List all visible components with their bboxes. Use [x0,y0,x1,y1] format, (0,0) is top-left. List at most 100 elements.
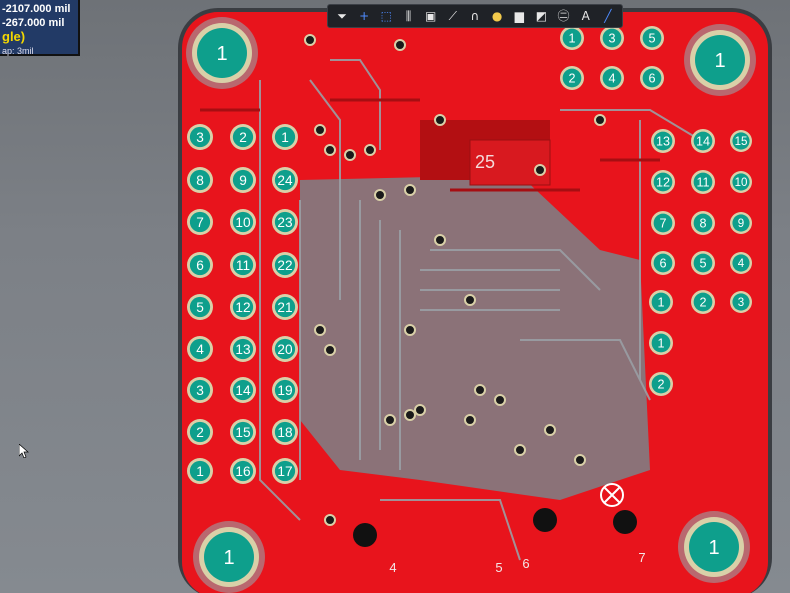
pad-left-c[interactable]: 1 [272,124,298,150]
pad-core [732,254,750,272]
pad-right-c[interactable]: 15 [730,130,752,152]
pad-left-c[interactable]: 23 [272,209,298,235]
pad-left-c[interactable]: 21 [272,294,298,320]
pad-core [653,131,673,151]
pad-core [651,333,671,353]
tool-align-icon[interactable]: ⫼ [405,9,412,23]
tool-select-rect-icon[interactable]: ⬚ [380,9,392,23]
pad-right-c[interactable]: 4 [730,252,752,274]
pad-left-b[interactable]: 12 [230,294,256,320]
pad-left-a[interactable]: 7 [187,209,213,235]
pad-left-b[interactable]: 10 [230,209,256,235]
pad-left-c[interactable]: 20 [272,336,298,362]
silk-bottom-label: 7 [638,550,645,565]
pad-right-a[interactable]: 12 [651,170,675,194]
pad-left-a[interactable]: 5 [187,294,213,320]
pad-array: 3876543212910111213141516124232221201918… [187,26,752,484]
tool-fill-icon[interactable]: ▆ [514,9,524,23]
pad-left-b[interactable]: 14 [230,377,256,403]
mounting-hole[interactable]: 1 [193,521,265,593]
pad-core [189,126,211,148]
pad-right-a[interactable]: 1 [649,290,673,314]
pad-label: 2 [568,72,575,86]
mounting-hole[interactable]: 1 [684,24,756,96]
pad-top-row2[interactable]: 6 [640,66,664,90]
x-coordinate: -2107.000 mil [2,3,71,15]
pad-core [651,292,671,312]
tool-line-icon[interactable]: ╱ [604,9,612,23]
pad-left-a[interactable]: 6 [187,252,213,278]
pad-right-a[interactable]: 13 [651,129,675,153]
pad-left-a[interactable]: 3 [187,377,213,403]
pad-right-b[interactable]: 2 [691,290,715,314]
pad-left-b[interactable]: 15 [230,419,256,445]
tool-route-icon[interactable]: ⟋ [448,9,457,23]
pad-core [693,253,713,273]
pad-left-b[interactable]: 16 [230,458,256,484]
pad-right-b[interactable]: 14 [691,129,715,153]
pad-core [232,211,254,233]
pad-top-row2[interactable]: 4 [600,66,624,90]
pad-left-c[interactable]: 22 [272,252,298,278]
via-group [304,34,606,526]
pad-label: 1 [657,296,664,310]
pad-label: 9 [738,218,744,230]
tool-polygon-icon[interactable]: ◩ [535,9,548,23]
pad-label: 3 [196,383,204,398]
pad-core [232,460,254,482]
pad-label: 24 [277,173,293,188]
mounting-hole[interactable]: 1 [186,17,258,89]
pad-label: 8 [196,173,204,188]
mounting-hole[interactable]: 1 [678,511,750,583]
pad-left-a[interactable]: 3 [187,124,213,150]
pad-right-a[interactable]: 7 [651,211,675,235]
pad-right-b[interactable]: 8 [691,211,715,235]
pad-label: 19 [277,383,292,398]
pad-label: 2 [657,378,664,392]
tool-filter-icon[interactable]: ⏷ [337,9,347,23]
pad-left-a[interactable]: 2 [187,419,213,445]
pad-left-b[interactable]: 2 [230,124,256,150]
pad-left-a[interactable]: 1 [187,458,213,484]
mounting-hole-label: 1 [216,43,227,65]
pad-label: 21 [277,300,292,315]
pad-left-c[interactable]: 17 [272,458,298,484]
tool-component-icon[interactable]: ▣ [424,9,437,23]
pad-left-c[interactable]: 24 [272,167,298,193]
pad-right-a[interactable]: 2 [649,372,673,396]
pad-label: 10 [735,177,748,189]
tool-arc-icon[interactable]: ∩ [470,9,480,23]
pad-label: 11 [236,258,250,273]
pad-label: 22 [277,258,292,273]
pad-core [232,254,254,276]
tool-string-icon[interactable]: ㊁ [557,9,570,23]
traces-dark [200,98,660,192]
pad-right-c[interactable]: 3 [730,291,752,313]
pad-label: 12 [656,176,670,190]
pad-left-c[interactable]: 18 [272,419,298,445]
pad-top-row1[interactable]: 5 [640,26,664,50]
mounting-hole-core [197,28,247,78]
pad-right-a[interactable]: 1 [649,331,673,355]
pad-left-b[interactable]: 13 [230,336,256,362]
pad-core [274,169,296,191]
pad-right-a[interactable]: 6 [651,251,675,275]
pad-left-c[interactable]: 19 [272,377,298,403]
pad-right-c[interactable]: 10 [730,171,752,193]
pad-top-row2[interactable]: 2 [560,66,584,90]
pad-right-b[interactable]: 5 [691,251,715,275]
pad-label: 8 [699,217,706,231]
pad-top-row1[interactable]: 3 [600,26,624,50]
pad-left-b[interactable]: 9 [230,167,256,193]
pad-top-row1[interactable]: 1 [560,26,584,50]
pad-right-b[interactable]: 11 [691,170,715,194]
pad-right-c[interactable]: 9 [730,212,752,234]
pad-core [189,421,211,443]
tool-place-icon[interactable]: ● [491,9,503,23]
pad-left-a[interactable]: 4 [187,336,213,362]
tool-text-icon[interactable]: A [581,9,590,23]
pad-left-a[interactable]: 8 [187,167,213,193]
tool-cross-icon[interactable]: + [359,9,370,23]
pad-left-b[interactable]: 11 [230,252,256,278]
